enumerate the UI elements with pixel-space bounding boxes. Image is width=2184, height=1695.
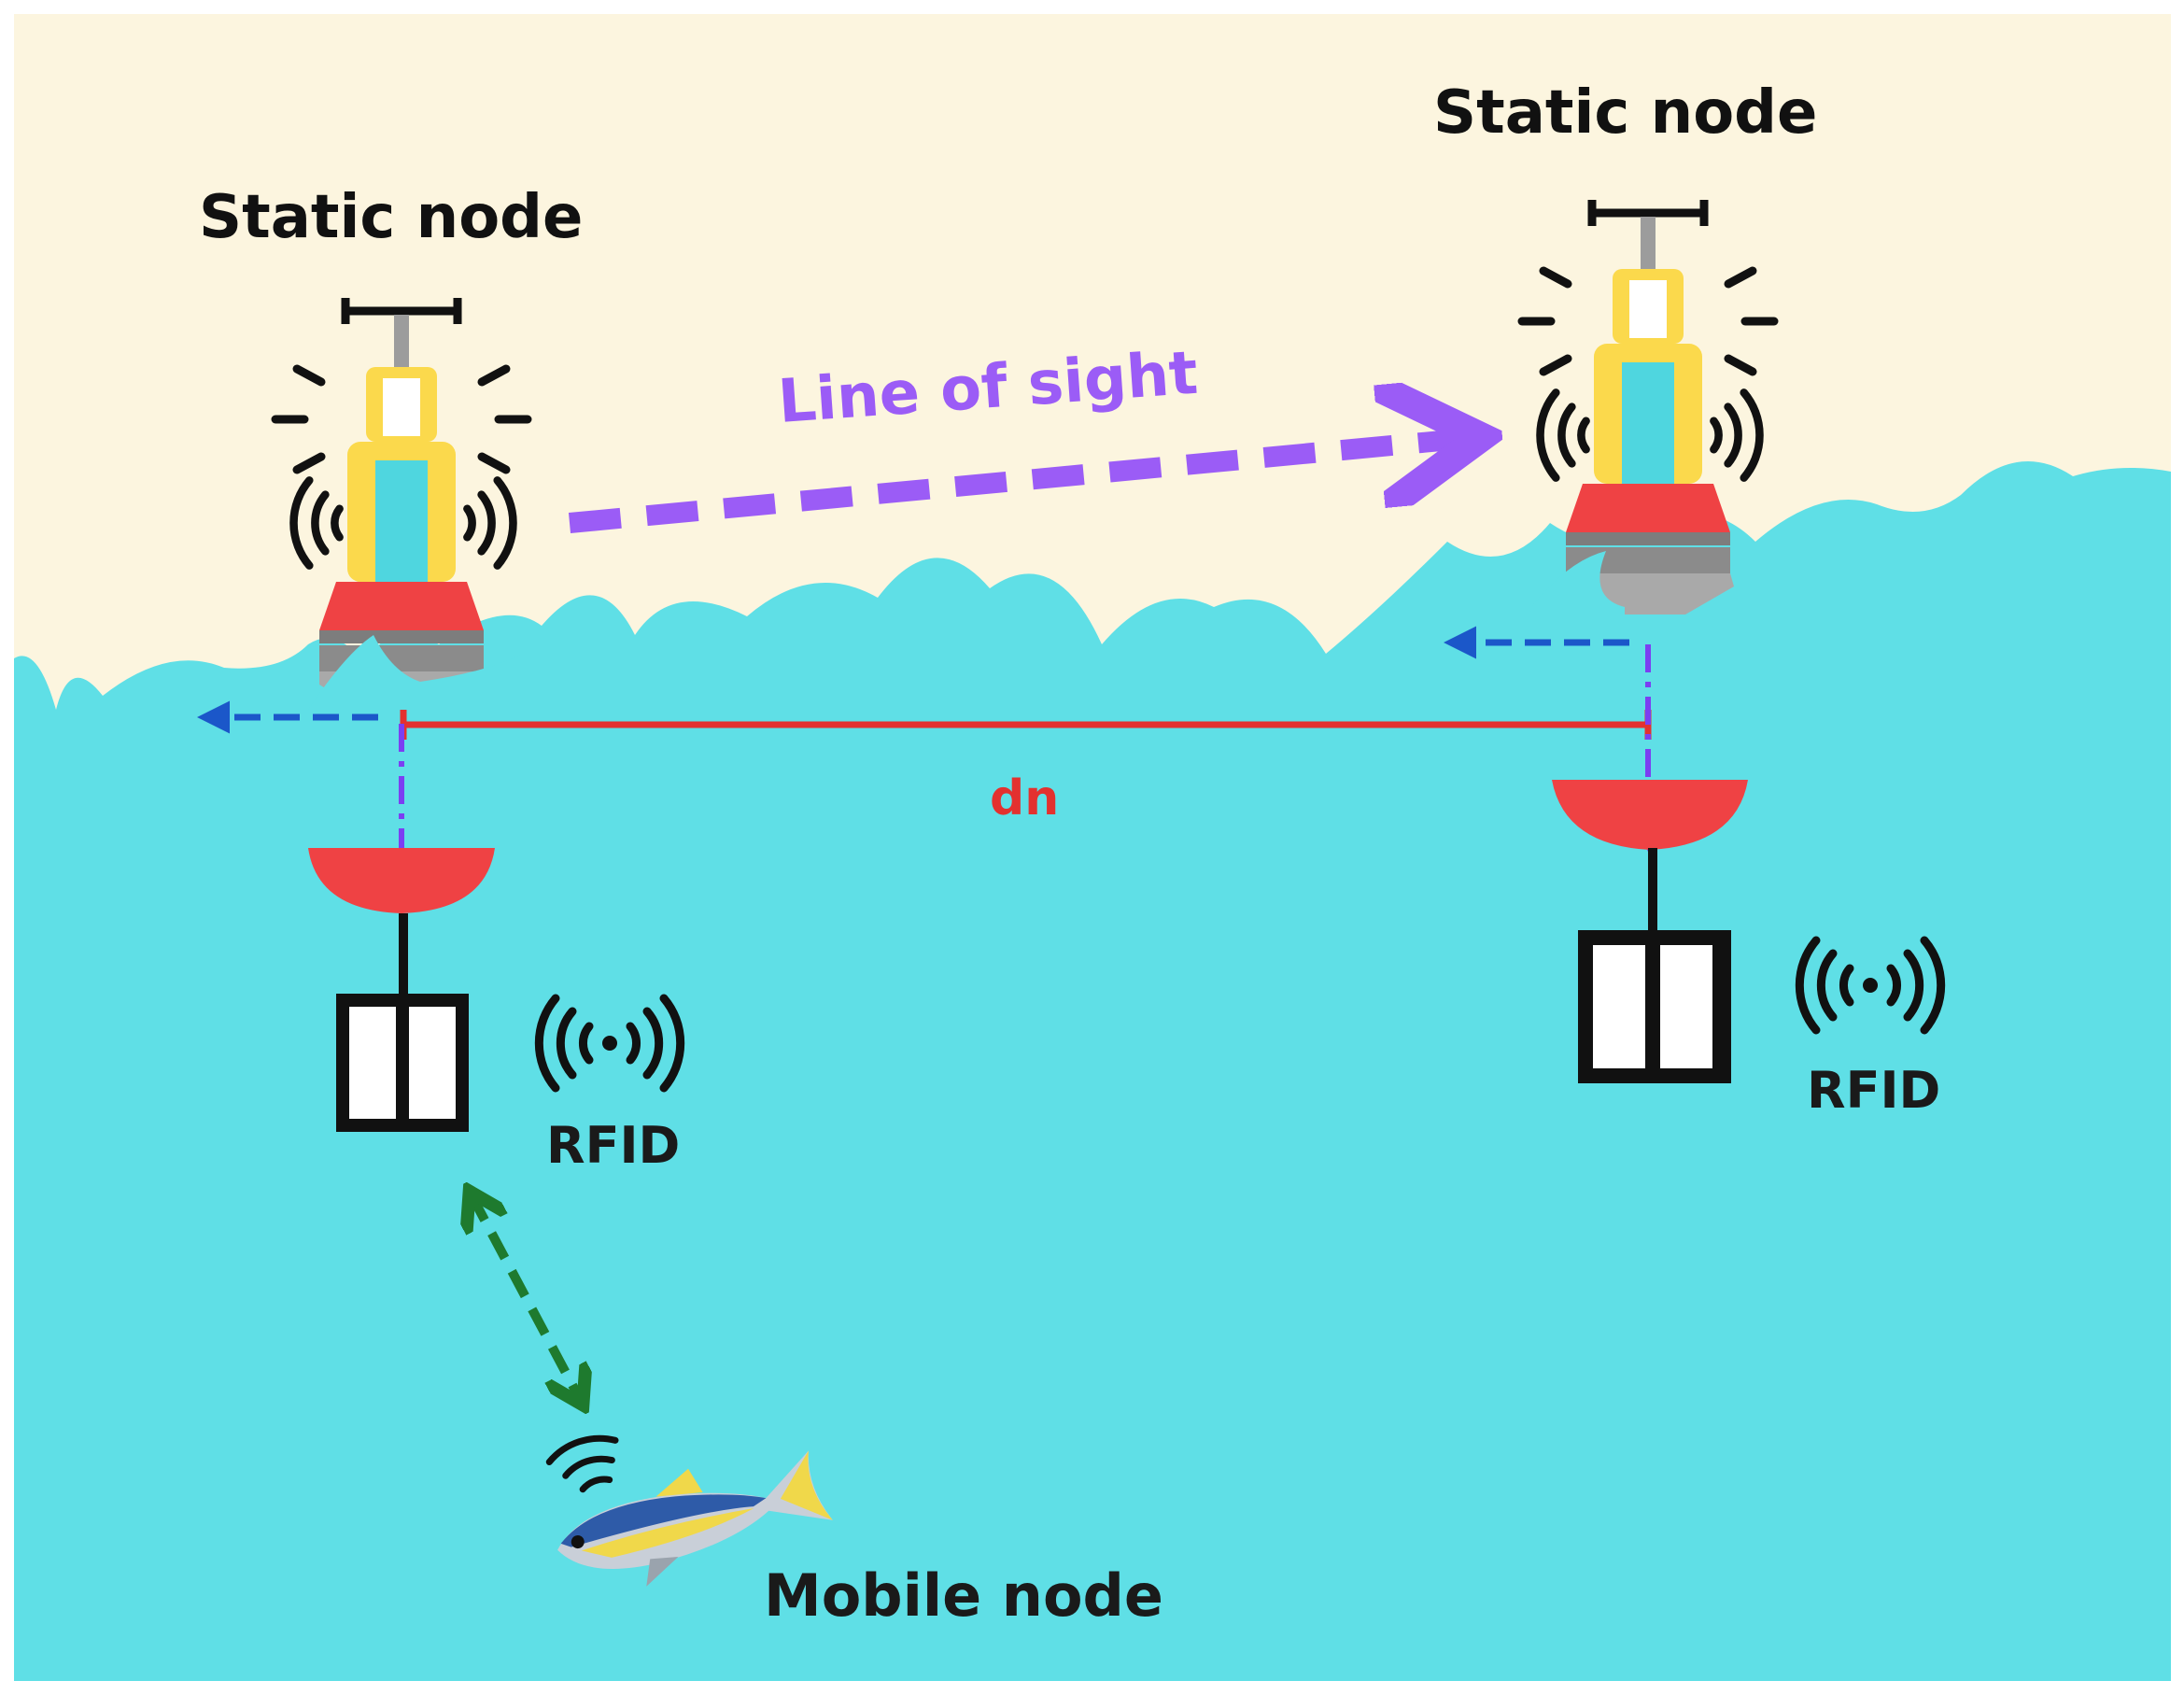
wireless-signal-icon xyxy=(1536,388,1764,482)
fish-link-arrow xyxy=(472,1195,581,1401)
wave-overlay xyxy=(308,635,523,728)
line-of-sight-arrow xyxy=(568,439,1461,533)
static-node-label-left: Static node xyxy=(199,183,583,252)
distance-label: dn xyxy=(990,770,1059,826)
rfid-label-left: RFID xyxy=(546,1116,680,1175)
fish-icon xyxy=(545,1434,833,1587)
static-node-label-right: Static node xyxy=(1433,78,1817,148)
mobile-node-label: Mobile node xyxy=(764,1561,1163,1630)
wireless-signal-icon xyxy=(289,476,517,570)
rfid-tag-icon xyxy=(308,848,495,1132)
rfid-tag-icon xyxy=(1552,780,1748,1083)
rfid-label-right: RFID xyxy=(1807,1061,1940,1120)
wave-overlay xyxy=(1531,551,1625,644)
